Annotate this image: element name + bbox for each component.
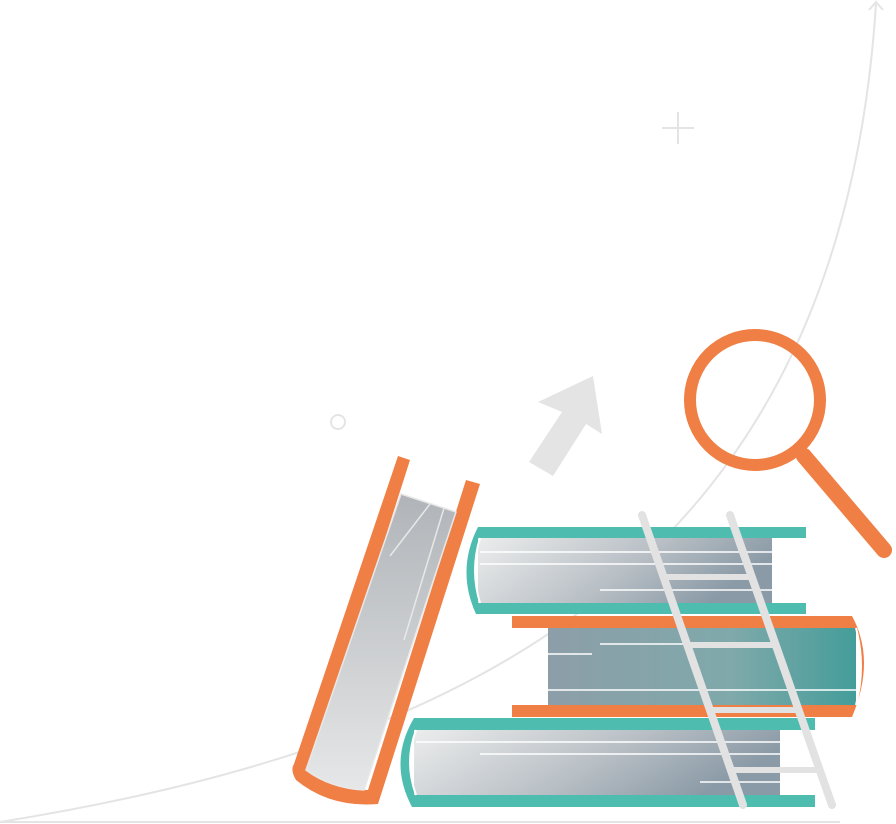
bottom-book — [400, 718, 815, 807]
plus-sparkle-icon — [662, 112, 694, 144]
magnifier-icon — [684, 329, 892, 558]
leaning-book — [292, 456, 480, 805]
top-book — [466, 527, 806, 614]
middle-book — [512, 616, 864, 717]
ladder — [638, 511, 836, 809]
up-arrow-icon — [529, 376, 602, 476]
circle-sparkle-icon — [330, 414, 346, 430]
